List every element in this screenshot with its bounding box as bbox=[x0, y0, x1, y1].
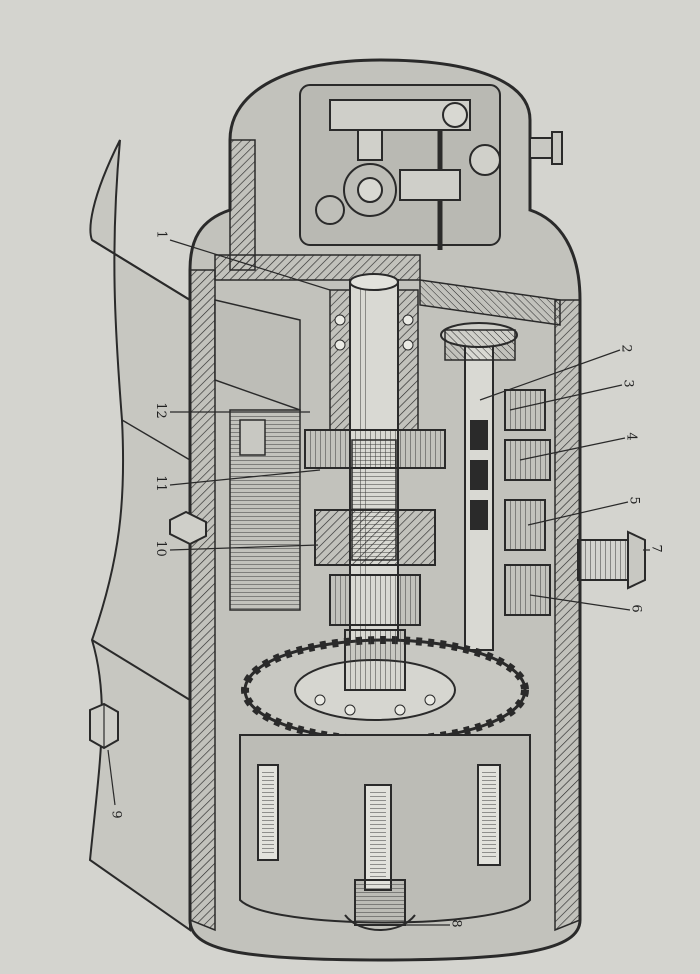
loose-bolt bbox=[169, 510, 207, 546]
leader-10 bbox=[169, 544, 319, 551]
callout-3: 3 bbox=[620, 379, 636, 388]
lower-ring-gear bbox=[241, 629, 529, 744]
breather-stud bbox=[529, 131, 563, 165]
callout-7: 7 bbox=[648, 544, 664, 553]
callout-4: 4 bbox=[623, 432, 639, 441]
leader-9 bbox=[107, 749, 116, 806]
lower-drum bbox=[239, 734, 531, 924]
callout-1: 1 bbox=[153, 230, 169, 239]
callout-8: 8 bbox=[448, 919, 464, 928]
leader-5 bbox=[527, 501, 629, 526]
callout-11: 11 bbox=[152, 475, 168, 492]
counter-shaft bbox=[440, 322, 551, 651]
leader-1 bbox=[169, 239, 331, 291]
callout-10: 10 bbox=[152, 540, 168, 557]
main-shaft-gears bbox=[304, 429, 446, 626]
internal-fins bbox=[214, 299, 301, 611]
callout-5: 5 bbox=[626, 496, 642, 505]
callout-9: 9 bbox=[108, 810, 124, 819]
callout-2: 2 bbox=[618, 344, 634, 353]
leader-6 bbox=[529, 594, 631, 611]
top-selector-mechanism bbox=[299, 84, 501, 250]
leader-11 bbox=[169, 469, 321, 486]
bottom-drain-stud bbox=[344, 879, 416, 931]
callout-6: 6 bbox=[628, 604, 644, 613]
leader-lines bbox=[107, 239, 650, 926]
callout-12: 12 bbox=[152, 402, 168, 419]
side-plug bbox=[577, 530, 646, 590]
leader-3 bbox=[509, 384, 623, 411]
leader-2 bbox=[479, 349, 621, 401]
leader-4 bbox=[519, 437, 626, 461]
mount-hex-nut bbox=[89, 702, 119, 750]
